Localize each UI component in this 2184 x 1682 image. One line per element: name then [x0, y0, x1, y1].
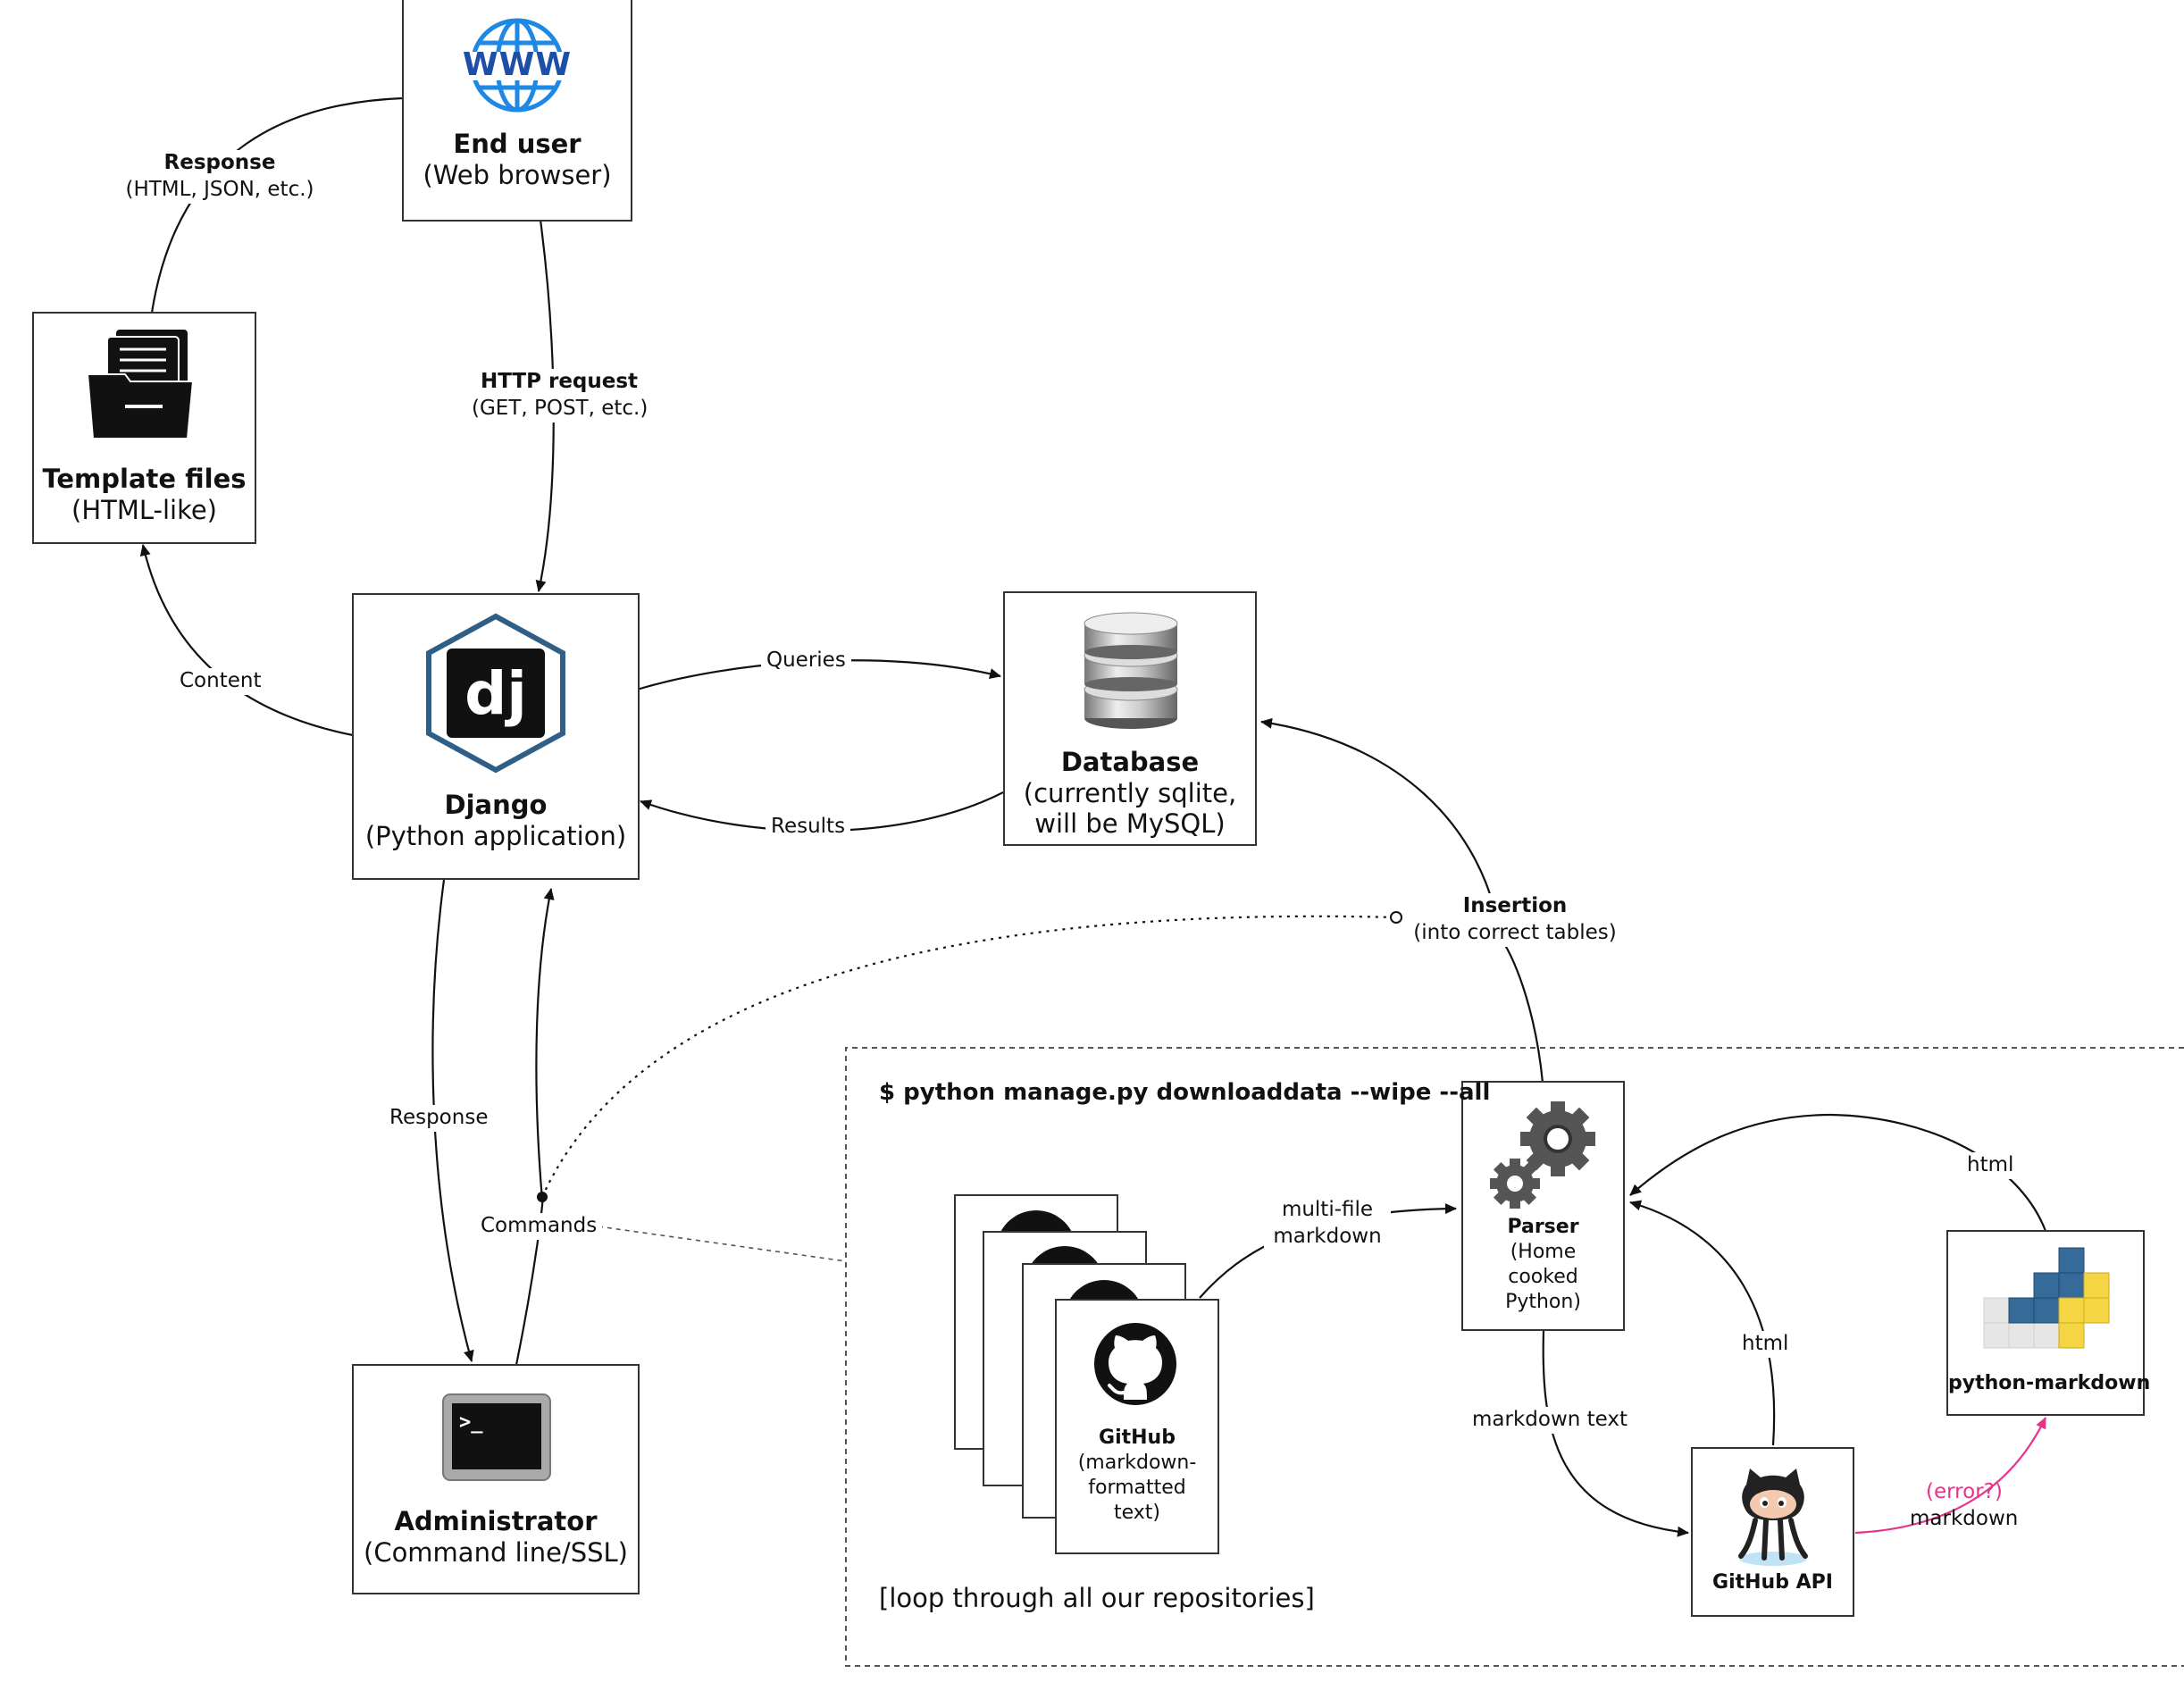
github-files-sub-1: (markdown-: [1077, 1452, 1197, 1474]
insertion-label: Insertion (into correct tables): [1402, 893, 1628, 947]
edge-commands-dotted: [540, 915, 1397, 1198]
template-files-title: Template files: [42, 464, 247, 494]
terminal-icon: >_: [442, 1393, 551, 1481]
octocat-icon: [1738, 1469, 1808, 1566]
command-region-border: [845, 1047, 2184, 1667]
edge-html-api: [1629, 1200, 1776, 1446]
administrator-subtitle: (Command line/SSL): [364, 1537, 628, 1568]
www-icon-text: WWW: [462, 46, 573, 83]
edge-http-request: [535, 219, 555, 592]
github-files-sub-2: formatted: [1088, 1477, 1186, 1499]
multi-file-line-2: markdown: [1273, 1224, 1382, 1248]
edge-content: [139, 544, 354, 737]
gears-icon: [1490, 1101, 1595, 1209]
parser-title: Parser: [1507, 1216, 1579, 1238]
edge-error-markdown: [1854, 1417, 2046, 1535]
template-folder-icon: [86, 330, 195, 439]
error-label: (error?): [1926, 1480, 2003, 1503]
markdown-label: markdown: [1910, 1507, 2019, 1530]
django-logo-icon: [426, 613, 565, 774]
commands-label: Commands: [475, 1213, 603, 1240]
multi-file-line-1: multi-file: [1281, 1198, 1374, 1221]
markdown-text-label: markdown text: [1467, 1407, 1634, 1434]
parser-sub-3: Python): [1505, 1291, 1581, 1313]
database-title: Database: [1060, 747, 1200, 777]
http-request-bold: HTTP request: [480, 370, 639, 393]
insertion-detail: (into correct tables): [1413, 920, 1617, 944]
github-api-title: GitHub API: [1712, 1571, 1833, 1594]
edge-response-top: [150, 96, 403, 314]
django-icon-text: dj: [464, 659, 527, 728]
multi-file-label: multi-file markdown: [1264, 1197, 1391, 1251]
http-request-detail: (GET, POST, etc.): [472, 396, 649, 420]
administrator-node: >_ Administrator (Command line/SSL): [352, 1364, 640, 1594]
www-globe-icon: [468, 18, 566, 113]
commands-dot: [537, 1192, 548, 1202]
template-files-subtitle: (HTML-like): [71, 495, 217, 525]
html-api-label: html: [1736, 1331, 1795, 1358]
end-user-subtitle: (Web browser): [423, 160, 612, 190]
end-user-node: WWW End user (Web browser): [402, 0, 632, 222]
insertion-dot: [1390, 911, 1402, 924]
parser-sub-2: cooked: [1508, 1266, 1578, 1288]
github-api-node: GitHub API: [1691, 1447, 1854, 1617]
github-mark-icon: [1094, 1323, 1176, 1405]
template-files-node: Template files (HTML-like): [32, 312, 256, 544]
parser-sub-1: (Home: [1510, 1241, 1577, 1263]
edge-markdown-text: [1542, 1330, 1689, 1537]
response-top-label: Response (HTML, JSON, etc.): [119, 150, 321, 204]
loop-note-text: [loop through all our repositories]: [879, 1583, 1315, 1613]
insertion-bold: Insertion: [1462, 894, 1568, 917]
python-cubes-icon: [1983, 1247, 2110, 1349]
django-title: Django: [444, 790, 548, 820]
administrator-title: Administrator: [394, 1506, 598, 1536]
database-subtitle-1: (currently sqlite,: [1023, 778, 1237, 808]
response-top-detail: (HTML, JSON, etc.): [125, 177, 314, 201]
html-pm-label: html: [1962, 1152, 2020, 1179]
svg-text:>_: >_: [459, 1411, 483, 1434]
python-markdown-node: python-markdown: [1946, 1230, 2151, 1416]
parser-node: Parser (Home cooked Python): [1461, 1081, 1625, 1331]
database-subtitle-2: will be MySQL): [1034, 808, 1226, 839]
edge-commands: [515, 888, 555, 1366]
django-subtitle: (Python application): [364, 821, 627, 851]
github-files-sub-3: text): [1113, 1502, 1160, 1524]
content-label: Content: [174, 668, 267, 695]
database-node: Database (currently sqlite, will be MySQ…: [1003, 591, 1257, 846]
results-label: Results: [766, 814, 851, 841]
github-files-title: GitHub: [1099, 1427, 1176, 1449]
http-request-label: HTTP request (GET, POST, etc.): [466, 369, 652, 423]
response-admin-label: Response: [384, 1105, 494, 1132]
queries-label: Queries: [761, 648, 851, 674]
database-cylinder-icon: [1084, 612, 1178, 729]
response-top-bold: Response: [163, 151, 276, 174]
edge-commands-link: [598, 1226, 847, 1262]
end-user-title: End user: [453, 129, 582, 159]
command-line-text: $ python manage.py downloaddata --wipe -…: [879, 1079, 1491, 1106]
python-markdown-title: python-markdown: [1948, 1372, 2151, 1394]
django-node: dj Django (Python application): [352, 593, 640, 880]
